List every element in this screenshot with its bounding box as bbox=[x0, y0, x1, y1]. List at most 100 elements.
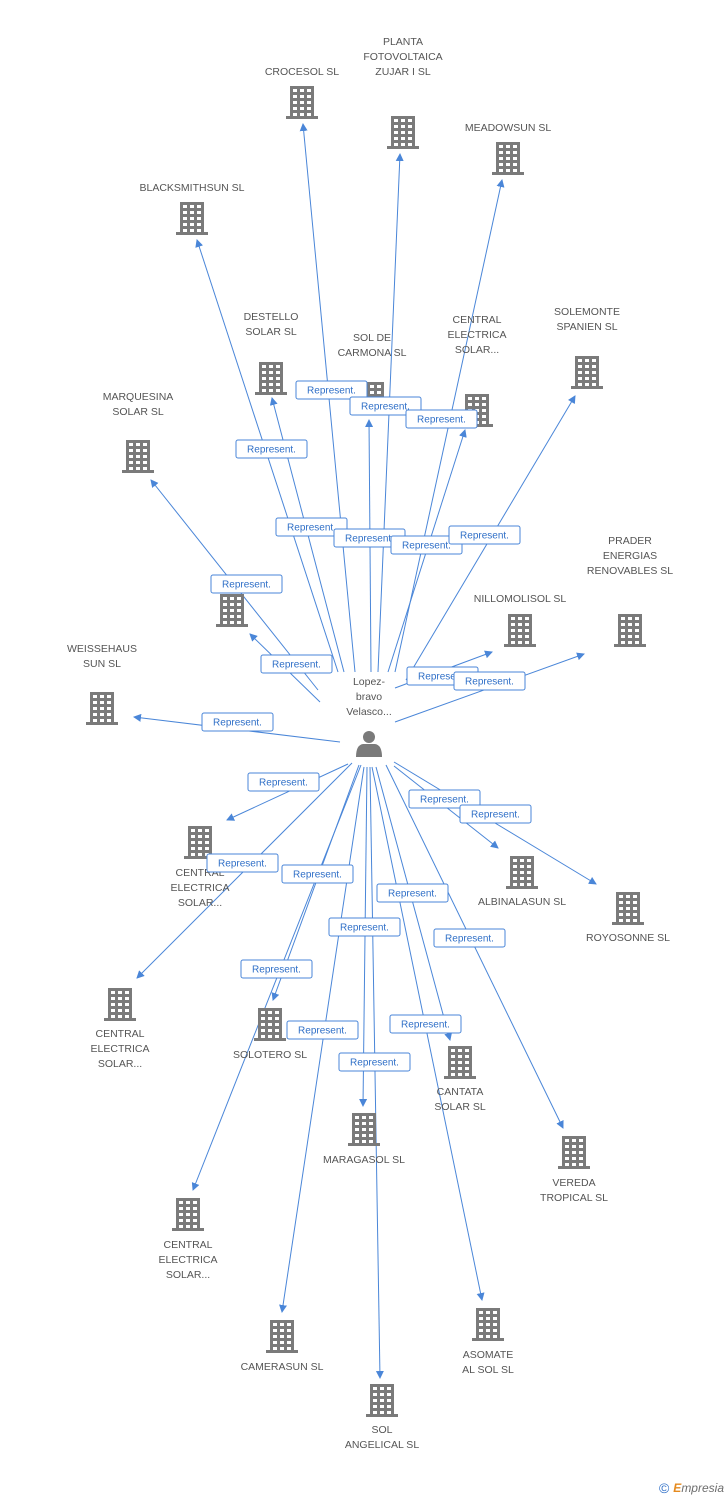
company-node[interactable]: CENTRALELECTRICASOLAR... bbox=[159, 1198, 218, 1281]
building-icon bbox=[492, 142, 524, 175]
building-icon bbox=[122, 440, 154, 473]
building-icon bbox=[387, 116, 419, 149]
center-person-node[interactable]: Lopez-bravoVelasco... bbox=[346, 676, 392, 757]
company-name-line: SUN SL bbox=[83, 658, 121, 670]
edge-label-represent[interactable]: Represent. bbox=[389, 1014, 462, 1034]
company-name-line: SOLAR... bbox=[178, 897, 222, 909]
company-name-line: BLACKSMITHSUN SL bbox=[139, 182, 244, 194]
edge-label-text: Represent. bbox=[420, 795, 469, 806]
company-name-label: CAMERASUN SL bbox=[241, 1361, 324, 1373]
company-name-line: AL SOL SL bbox=[462, 1364, 514, 1376]
company-node[interactable]: BLACKSMITHSUN SL bbox=[139, 182, 245, 235]
company-node[interactable]: ALBINALASUN SL bbox=[478, 856, 566, 908]
company-node[interactable]: CAMERASUN SL bbox=[241, 1320, 324, 1373]
edge-label-text: Represent. bbox=[350, 1058, 399, 1069]
edge-label-represent[interactable]: Represent. bbox=[459, 804, 532, 824]
building-icon bbox=[348, 1113, 380, 1146]
relation-edge bbox=[226, 763, 349, 821]
edge-label-text: Represent. bbox=[471, 810, 520, 821]
company-node[interactable]: MARAGASOL SL bbox=[323, 1113, 405, 1166]
edge-label-represent[interactable]: Represent. bbox=[453, 671, 526, 691]
company-name-line: MARAGASOL SL bbox=[323, 1154, 405, 1166]
building-icon bbox=[184, 826, 216, 859]
relation-edge bbox=[375, 766, 453, 1041]
company-name-line: SOLAR... bbox=[98, 1058, 142, 1070]
company-name-line: SOLAR... bbox=[455, 344, 499, 356]
edge-label-represent[interactable]: Represent. bbox=[405, 409, 478, 429]
building-icon bbox=[472, 1308, 504, 1341]
company-name-line: ENERGIAS bbox=[603, 550, 657, 562]
company-name-line: CENTRAL bbox=[95, 1028, 144, 1040]
edge-label-text: Represent. bbox=[293, 870, 342, 881]
person-name-line: Velasco... bbox=[346, 706, 392, 718]
company-name-line: ALBINALASUN SL bbox=[478, 896, 566, 908]
edge-label-text: Represent. bbox=[213, 718, 262, 729]
company-name-line: CROCESOL SL bbox=[265, 66, 339, 78]
company-name-label: CENTRALELECTRICASOLAR... bbox=[91, 1028, 150, 1070]
building-icon bbox=[444, 1046, 476, 1079]
edge-label-represent[interactable]: Represent. bbox=[338, 1052, 411, 1072]
edge-label-represent[interactable]: Represent. bbox=[235, 439, 308, 459]
edge-label-represent[interactable]: Represent. bbox=[408, 789, 481, 809]
edge-label-represent[interactable]: Represent. bbox=[286, 1020, 359, 1040]
building-icon bbox=[86, 692, 118, 725]
edge-label-represent[interactable]: Represent. bbox=[328, 917, 401, 937]
company-node[interactable]: NILLOMOLISOL SL bbox=[474, 593, 567, 647]
company-name-line: ZUJAR I SL bbox=[375, 66, 431, 78]
company-name-line: CARMONA SL bbox=[338, 347, 407, 359]
edge-label-text: Represent. bbox=[287, 523, 336, 534]
company-name-line: SOL bbox=[371, 1424, 392, 1436]
edge-label-represent[interactable]: Represent. bbox=[260, 654, 333, 674]
building-icon bbox=[254, 1008, 286, 1041]
edge-label-represent[interactable]: Represent. bbox=[240, 959, 313, 979]
edge-label-represent[interactable]: Represent. bbox=[247, 772, 320, 792]
edge-label-text: Represent. bbox=[345, 534, 394, 545]
edge-label-represent[interactable]: Represent. bbox=[433, 928, 506, 948]
company-node[interactable]: CROCESOL SL bbox=[265, 66, 339, 119]
company-name-label: CENTRALELECTRICASOLAR... bbox=[171, 867, 230, 909]
edge-label-represent[interactable]: Represent. bbox=[376, 883, 449, 903]
edge-label-represent[interactable]: Represent. bbox=[390, 535, 463, 555]
edge-label-text: Represent. bbox=[222, 580, 271, 591]
edge-label-represent[interactable]: Represent. bbox=[206, 853, 279, 873]
edge-label-text: Represent. bbox=[252, 965, 301, 976]
edge-label-represent[interactable]: Represent. bbox=[275, 517, 348, 537]
company-name-line: MARQUESINA bbox=[103, 391, 174, 403]
company-name-label: CENTRALELECTRICASOLAR... bbox=[159, 1239, 218, 1281]
building-icon bbox=[504, 614, 536, 647]
company-name-line: MEADOWSUN SL bbox=[465, 122, 552, 134]
edge-label-text: Represent. bbox=[418, 672, 467, 683]
company-name-line: CAMERASUN SL bbox=[241, 1361, 324, 1373]
company-node[interactable]: SOLOTERO SL bbox=[233, 1008, 307, 1061]
brand-logo[interactable]: Empresia bbox=[673, 1481, 724, 1495]
company-name-label: NILLOMOLISOL SL bbox=[474, 593, 567, 605]
company-node[interactable]: MEADOWSUN SL bbox=[465, 122, 552, 175]
company-name-label: MEADOWSUN SL bbox=[465, 122, 552, 134]
company-node[interactable]: ROYOSONNE SL bbox=[586, 892, 670, 944]
edge-label-text: Represent. bbox=[460, 531, 509, 542]
edge-label-represent[interactable]: Represent. bbox=[333, 528, 406, 548]
edge-label-represent[interactable]: Represent. bbox=[349, 396, 422, 416]
edge-label-represent[interactable]: Represent. bbox=[295, 380, 368, 400]
company-node[interactable]: CENTRALELECTRICASOLAR... bbox=[91, 988, 150, 1070]
edge-label-represent[interactable]: Represent. bbox=[210, 574, 283, 594]
edge-label-represent[interactable]: Represent. bbox=[201, 712, 274, 732]
person-name-line: Lopez- bbox=[353, 676, 386, 688]
edge-label-represent[interactable]: Represent. bbox=[448, 525, 521, 545]
company-name-line: ELECTRICA bbox=[159, 1254, 218, 1266]
edge-label-represent[interactable]: Represent. bbox=[281, 864, 354, 884]
